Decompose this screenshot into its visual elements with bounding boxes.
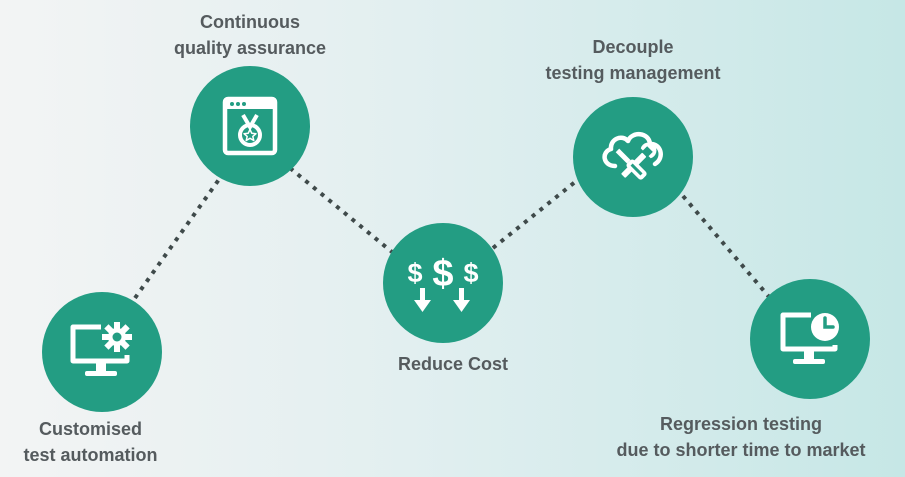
node-continuous — [190, 66, 310, 186]
label-continuous: Continuous quality assurance — [140, 9, 360, 61]
label-line: quality assurance — [173, 38, 327, 58]
node-reduce: $ $ $ — [383, 223, 503, 343]
node-customised — [42, 292, 162, 412]
label-line: Continuous — [200, 12, 300, 32]
label-regression: Regression testing due to shorter time t… — [596, 411, 886, 463]
label-decouple: Decouple testing management — [523, 34, 743, 86]
label-customised: Customised test automation — [0, 416, 181, 468]
label-line: Regression testing — [659, 414, 823, 434]
connector-3-4 — [491, 176, 582, 250]
node-regression — [750, 279, 870, 399]
label-line: due to shorter time to market — [616, 440, 866, 460]
connector-4-5 — [681, 194, 772, 300]
node-decouple — [573, 97, 693, 217]
label-line: Customised — [38, 419, 143, 439]
connector-1-2 — [133, 176, 222, 300]
label-line: Decouple — [592, 37, 674, 57]
cloud-tools-icon — [602, 132, 663, 180]
svg-text:$: $ — [407, 258, 422, 288]
monitor-gear-icon — [70, 322, 132, 376]
label-line: Reduce Cost — [397, 354, 509, 374]
dollar-down-icon: $ $ $ — [407, 253, 479, 312]
label-line: test automation — [23, 445, 158, 465]
svg-text:$: $ — [432, 253, 453, 295]
label-reduce: Reduce Cost — [363, 351, 543, 377]
browser-medal-icon — [222, 96, 278, 156]
svg-text:$: $ — [463, 258, 478, 288]
monitor-clock-icon — [780, 312, 839, 364]
connector-2-3 — [288, 166, 394, 254]
label-line: testing management — [545, 63, 721, 83]
